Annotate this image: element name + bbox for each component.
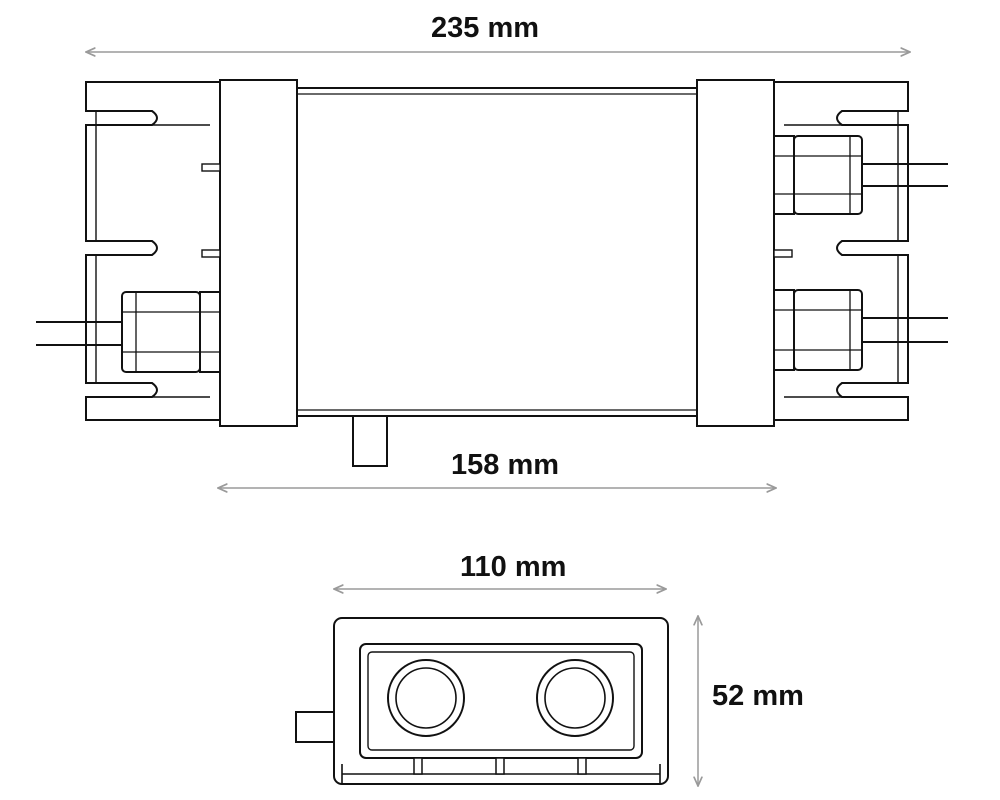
end-view [295, 617, 669, 785]
bottom-tab [352, 415, 388, 467]
right-cable-bottom [862, 317, 948, 343]
body-length-label: 158 mm [451, 449, 560, 481]
central-body [296, 87, 698, 417]
base-feet [413, 757, 587, 775]
right-cable-top [862, 163, 948, 187]
left-cable-gland [121, 291, 221, 373]
right-end-cap [696, 79, 775, 427]
end-height-label: 52 mm [712, 680, 804, 712]
left-latch-top [201, 163, 221, 172]
port-left [387, 659, 465, 737]
port-right [536, 659, 614, 737]
left-cable [36, 321, 122, 346]
left-end-cap [219, 79, 298, 427]
right-latch-bottom [773, 249, 793, 258]
left-latch-bottom [201, 249, 221, 258]
overall-length-label: 235 mm [431, 12, 540, 44]
left-flange-detail [95, 111, 210, 398]
right-cable-gland-bottom [773, 289, 863, 371]
side-tab [295, 711, 335, 743]
end-width-label: 110 mm [460, 551, 567, 583]
top-view [36, 79, 948, 467]
right-cable-gland-top [773, 135, 863, 215]
